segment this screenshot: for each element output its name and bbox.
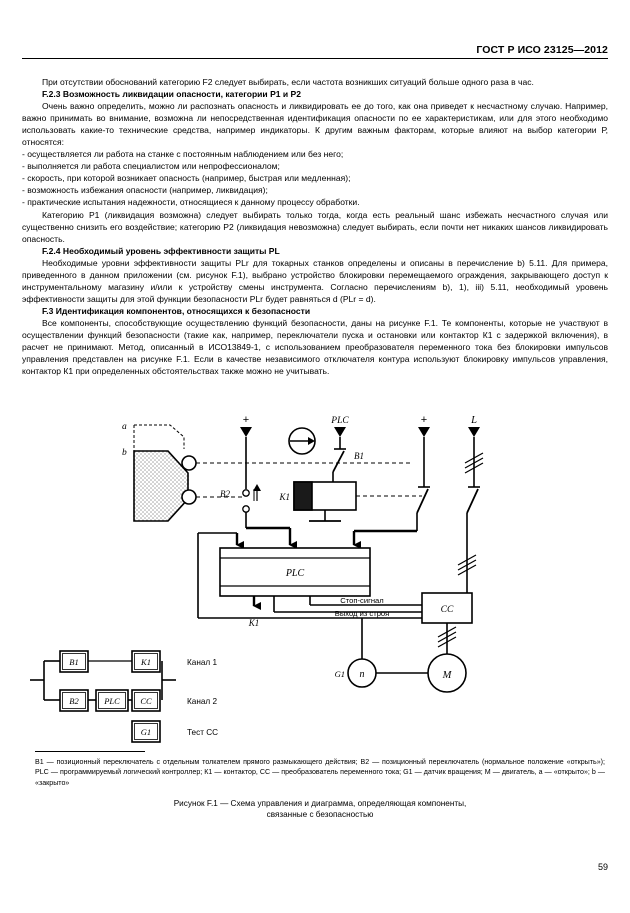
figure-caption-line1: Рисунок F.1 — Схема управления и диаграм… (173, 799, 467, 808)
guard-open-outline (134, 424, 185, 449)
terminal-supply-plus-left: + (243, 415, 249, 426)
paragraph-h-f2-3: F.2.3 Возможность ликвидации опасности, … (42, 89, 301, 100)
legend-line: B1 — позиционный переключатель с отдельн… (35, 758, 605, 787)
fault-signal-label: Выход из строя (335, 609, 390, 618)
channel1-block-b1-label: B1 (69, 657, 78, 667)
terminal-arrow-plc (334, 427, 346, 437)
paragraph-li-5: - практические испытания надежности, отн… (22, 197, 360, 208)
power-section: + L (352, 415, 484, 605)
paragraph-li-2: - выполняется ли работа специалистом или… (22, 161, 280, 172)
drive-section: CC M n G1 (335, 592, 473, 693)
plc-body (219, 547, 371, 597)
standard-title: ГОСТ Р ИСО 23125—2012 (476, 44, 608, 56)
k1-coil-delay-marker (293, 481, 313, 511)
page-number: 59 (597, 862, 608, 872)
b1-contact-blade (332, 450, 345, 473)
test-label: Тест CC (187, 728, 218, 737)
channel2-block-cc-label: CC (140, 696, 152, 706)
channel1-label: Канал 1 (187, 658, 217, 667)
b2-label: B2 (220, 489, 230, 499)
channel2-label: Канал 2 (187, 697, 217, 706)
page-header: ГОСТ Р ИСО 23125—2012 (0, 40, 630, 58)
encoder-ref-label: G1 (335, 669, 345, 679)
figure-caption-line2: связанные с безопасностью (266, 810, 374, 820)
b2-branch: + B2 (220, 415, 297, 549)
motor-label: M (442, 670, 453, 681)
paragraph-p-f3: Все компоненты, способствующие осуществл… (22, 317, 608, 377)
guard-roller-lower (181, 489, 197, 505)
timer-icon (288, 427, 316, 455)
b2-contact-upper (242, 489, 250, 497)
b1-label: B1 (354, 451, 364, 461)
three-phase-marker-lower (457, 554, 477, 576)
plc-block: PLC K1 Стоп-сигнал Выход из строя (197, 532, 422, 628)
figure-f1-svg: a b + B2 (30, 415, 484, 743)
guard-label-b: b (122, 448, 127, 458)
channel2-block-plc-label: PLC (103, 696, 120, 706)
terminal-arrow-right (418, 427, 430, 437)
terminal-supply-plus-right: + (421, 415, 427, 426)
k1-contact-aux (416, 488, 429, 514)
paragraph-h-f2-4: F.2.4 Необходимый уровень эффективности … (42, 245, 280, 256)
guard-roller-upper (181, 455, 197, 471)
paragraph-h-f3: F.3 Идентификация компонентов, относящих… (42, 305, 311, 316)
three-phase-marker-upper (464, 452, 484, 474)
plc-block-label: PLC (285, 568, 305, 579)
k1-output-label: K1 (248, 618, 260, 628)
channel2-block-b2-label: B2 (69, 696, 79, 706)
figure-caption: Рисунок F.1 — Схема управления и диаграм… (35, 798, 605, 821)
legend-rule (35, 751, 145, 752)
cc-block-label: CC (441, 605, 454, 615)
channel1-block-k1-label: K1 (140, 657, 151, 667)
test-block-g1 (131, 720, 161, 743)
test-block-g1-label: G1 (141, 727, 151, 737)
stop-signal-label: Стоп-сигнал (340, 596, 383, 605)
paragraph-p-f2-3: Очень важно определить, можно ли распозн… (22, 101, 608, 148)
guard-closed-body (133, 450, 189, 522)
terminal-plc-feed: PLC (330, 416, 349, 426)
channel2-block-cc (131, 689, 161, 712)
k1-main-contact (466, 488, 479, 514)
header-rule (22, 58, 608, 59)
terminal-arrow-left (240, 427, 252, 437)
channel1-block-k1 (131, 650, 161, 673)
three-phase-marker-motor (437, 626, 457, 648)
k1-coil-label: K1 (278, 492, 290, 502)
paragraph-p-f2-2-tail: При отсутствии обоснований категорию F2 … (42, 77, 534, 87)
paragraph-li-3: - скорость, при которой возникает опасно… (22, 173, 351, 184)
figure-legend: B1 — позиционный переключатель с отдельн… (35, 757, 605, 788)
channel-block-diagram: B1 K1 Канал 1 B2 PLC CC Канал 2 (30, 650, 218, 743)
k1-coil-branch: PLC B1 K1 (278, 416, 422, 522)
paragraph-p-p1: Категорию Р1 (ликвидация возможна) следу… (22, 209, 608, 244)
guard-door-symbol: a b (122, 422, 410, 522)
b2-contact-lower (242, 505, 250, 513)
paragraph-li-1: - осуществляется ли работа на станке с п… (22, 149, 344, 160)
guard-label-a: a (122, 422, 127, 432)
body-text-column: При отсутствии обоснований категорию F2 … (22, 76, 608, 377)
terminal-mains-l: L (470, 415, 477, 426)
figure-f1: a b + B2 (22, 415, 608, 745)
paragraph-li-4: - возможность избежания опасности (напри… (22, 185, 268, 196)
encoder-label: n (360, 669, 365, 680)
terminal-arrow-mains (468, 427, 480, 437)
b2-actuation-arrow (253, 484, 261, 501)
paragraph-p-f2-4: Необходимые уровни эффективности защиты … (22, 257, 608, 304)
